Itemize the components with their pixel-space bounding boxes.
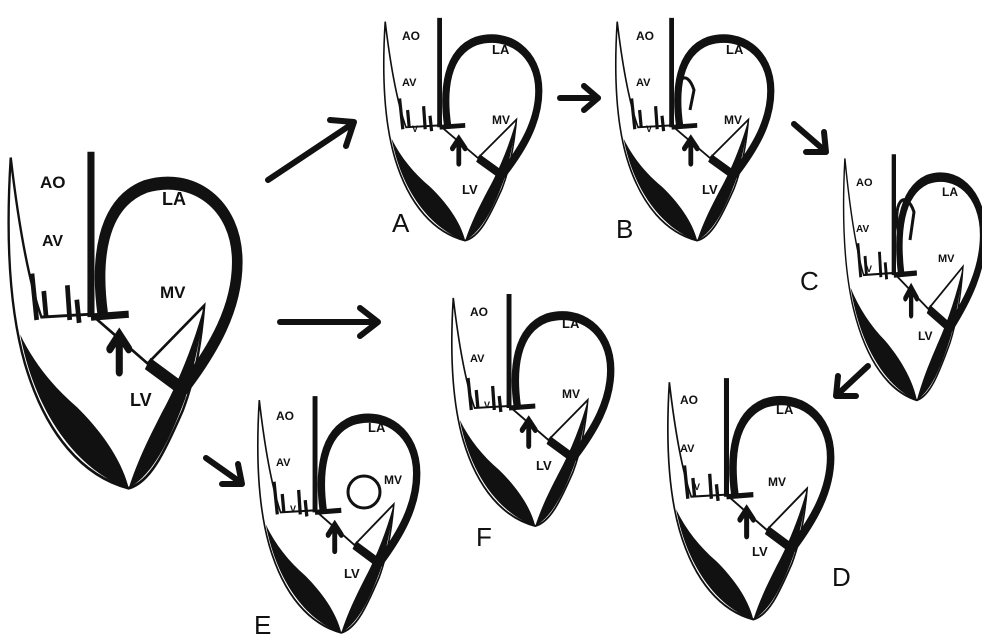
label-ao-c: AO <box>856 177 873 189</box>
label-v-a: V <box>412 124 418 134</box>
label-mv-a: MV <box>492 113 510 127</box>
arrow-a-to-b <box>560 86 598 110</box>
label-v-e: V <box>290 504 296 514</box>
label-av-d: AV <box>680 443 695 455</box>
label-av-main: AV <box>42 233 63 250</box>
valve-bulge-e <box>348 476 380 508</box>
label-v-c: V <box>866 264 872 274</box>
label-lv-b: LV <box>702 182 718 197</box>
label-lv-main: LV <box>130 390 152 410</box>
label-lv-d: LV <box>752 544 768 559</box>
panel-c <box>844 154 982 400</box>
label-la-f: LA <box>562 316 580 331</box>
label-lv-a: LV <box>462 182 478 197</box>
label-av-b: AV <box>636 77 651 89</box>
label-v-b: V <box>646 124 652 134</box>
label-v-f: V <box>484 400 490 410</box>
panel-d <box>668 378 831 619</box>
label-la-main: LA <box>162 189 186 209</box>
arrow-main-to-a <box>268 120 354 180</box>
label-ao-a: AO <box>402 29 420 43</box>
label-mv-e: MV <box>384 473 402 487</box>
panel-e <box>258 396 417 633</box>
label-mv-d: MV <box>768 475 786 489</box>
panel-f <box>452 294 611 526</box>
label-av-f: AV <box>470 353 485 365</box>
label-mv-c: MV <box>938 253 955 265</box>
label-mv-main: MV <box>160 283 186 302</box>
label-la-d: LA <box>776 402 794 417</box>
arrow-c-to-d <box>836 366 868 396</box>
label-ao-d: AO <box>680 393 698 407</box>
label-ao-b: AO <box>636 29 654 43</box>
arrow-b-to-c <box>794 124 826 152</box>
label-av-e: AV <box>276 457 291 469</box>
label-la-a: LA <box>492 42 510 57</box>
label-ao-e: AO <box>276 409 294 423</box>
panel-letter-d: D <box>832 562 851 592</box>
label-lv-c: LV <box>918 329 932 343</box>
panel-main <box>9 152 238 488</box>
label-v-d: V <box>694 482 700 492</box>
label-av-a: AV <box>402 77 417 89</box>
label-lv-e: LV <box>344 566 360 581</box>
panel-letter-b: B <box>616 214 633 244</box>
arrow-main-to-e <box>206 458 242 484</box>
label-av-c: AV <box>856 224 869 235</box>
label-lv-f: LV <box>536 458 552 473</box>
panel-b <box>616 18 771 241</box>
panel-letter-c: C <box>800 266 819 296</box>
panel-letter-e: E <box>254 610 271 640</box>
label-la-b: LA <box>726 42 744 57</box>
label-ao-f: AO <box>470 305 488 319</box>
label-ao-main: AO <box>40 173 66 192</box>
label-mv-b: MV <box>724 113 742 127</box>
arrow-main-to-f <box>280 308 378 336</box>
label-mv-f: MV <box>562 387 580 401</box>
label-la-e: LA <box>368 420 386 435</box>
panel-letter-a: A <box>392 208 410 238</box>
panel-letter-f: F <box>476 522 492 552</box>
label-la-c: LA <box>942 185 958 199</box>
